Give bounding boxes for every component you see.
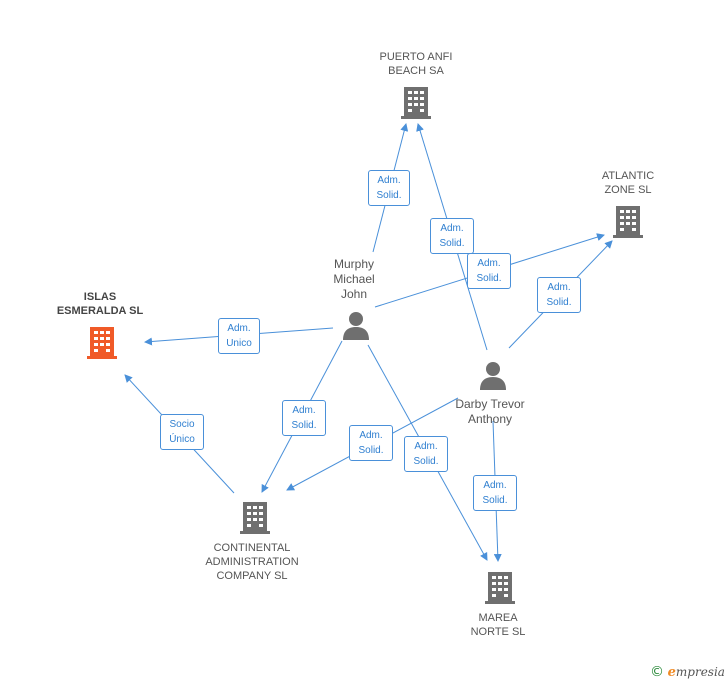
company-label-atlantic[interactable]: ATLANTIC ZONE SL <box>601 170 655 196</box>
building-icon <box>485 572 515 604</box>
continental-building-icon[interactable] <box>240 500 270 539</box>
person-label-darby[interactable]: Darby Trevor Anthony <box>455 397 525 426</box>
atlantic-building-icon[interactable] <box>613 204 643 243</box>
edge-label-darby-marea[interactable]: Adm. Solid. <box>473 475 517 511</box>
person-icon <box>343 312 369 340</box>
copyright-symbol: © <box>650 664 664 680</box>
building-icon <box>240 502 270 534</box>
edge-label-continental-islas[interactable]: Socio Único <box>160 414 204 450</box>
building-icon-focus <box>87 327 117 359</box>
brand-initial: e <box>667 665 676 680</box>
company-label-islas[interactable]: ISLAS ESMERALDA SL <box>56 291 144 317</box>
edge-label-murphy-puerto[interactable]: Adm. Solid. <box>368 170 410 206</box>
person-label-murphy[interactable]: Murphy Michael John <box>333 257 375 301</box>
company-label-continental[interactable]: CONTINENTAL ADMINISTRATION COMPANY SL <box>205 542 299 582</box>
marea-building-icon[interactable] <box>485 570 515 609</box>
murphy-person-icon[interactable] <box>342 311 370 346</box>
edge-label-darby-atlantic[interactable]: Adm. Solid. <box>537 277 581 313</box>
edge-label-murphy-marea[interactable]: Adm. Solid. <box>404 436 448 472</box>
puerto-building-icon[interactable] <box>401 85 431 124</box>
islas-building-icon[interactable] <box>86 325 118 364</box>
brand-name: mpresia <box>675 665 725 679</box>
edge-label-darby-continental[interactable]: Adm. Solid. <box>349 425 393 461</box>
edge-label-murphy-continental[interactable]: Adm. Solid. <box>282 400 326 436</box>
empresia-watermark: © empresia <box>650 664 725 680</box>
building-icon <box>401 87 431 119</box>
edge-label-murphy-islas[interactable]: Adm. Unico <box>218 318 260 354</box>
darby-person-icon[interactable] <box>479 361 507 396</box>
company-label-puerto[interactable]: PUERTO ANFI BEACH SA <box>379 51 453 77</box>
edge-label-murphy-atlantic[interactable]: Adm. Solid. <box>467 253 511 289</box>
person-icon <box>480 362 506 390</box>
building-icon <box>613 206 643 238</box>
company-label-marea[interactable]: MAREA NORTE SL <box>470 612 526 638</box>
edge-label-darby-puerto[interactable]: Adm. Solid. <box>430 218 474 254</box>
